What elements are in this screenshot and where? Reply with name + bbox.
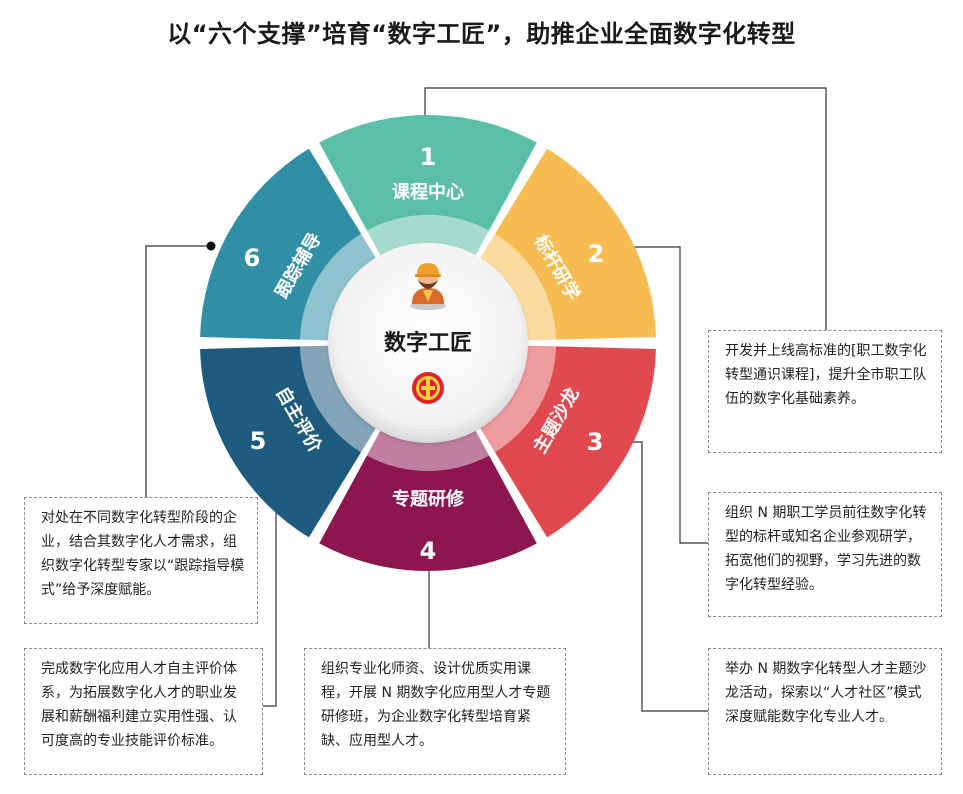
segment-number-5: 5 <box>250 427 267 455</box>
segment-number-2: 2 <box>588 240 605 268</box>
page-title: 以“六个支撑”培育“数字工匠”，助推企业全面数字化转型 <box>167 20 796 48</box>
segment-number-4: 4 <box>420 537 437 565</box>
segment-label-4: 专题研修 <box>392 488 465 510</box>
worker-hardhat-icon <box>410 263 446 310</box>
connector-dot-6 <box>206 241 216 251</box>
description-box-2: 组织 N 期职工学员前往数字化转型的标杆或知名企业参观研学，拓宽他们的视野，学习… <box>708 492 942 617</box>
segment-1 <box>319 115 537 231</box>
center-label: 数字工匠 <box>384 330 472 356</box>
segment-number-6: 6 <box>244 244 261 272</box>
description-box-6: 对处在不同数字化转型阶段的企业，结合其数字化人才需求，组织数字化转型专家以“跟踪… <box>24 497 258 624</box>
segment-ring-3 <box>480 345 556 453</box>
segment-ring-1 <box>366 215 490 256</box>
segment-number-1: 1 <box>420 143 437 171</box>
union-emblem-icon <box>412 372 444 404</box>
segment-6 <box>200 148 362 340</box>
segment-number-3: 3 <box>587 428 604 456</box>
description-box-5: 完成数字化应用人才自主评价体系，为拓展数字化人才的职业发展和薪酬福利建立实用性强… <box>24 648 263 775</box>
connector-5 <box>263 505 277 707</box>
connector-6 <box>145 245 211 497</box>
description-box-4: 组织专业化师资、设计优质实用课程，开展 N 期数字化应用型人才专题研修班，为企业… <box>304 648 566 775</box>
description-box-3: 举办 N 期数字化转型人才主题沙龙活动，探索以“人才社区”模式深度赋能数字化专业… <box>708 648 942 775</box>
segment-ring-2 <box>480 233 556 341</box>
segment-4 <box>319 455 537 571</box>
segment-ring-4 <box>366 430 490 471</box>
segment-ring-5 <box>300 345 376 453</box>
segment-ring-6 <box>300 233 376 341</box>
segment-5 <box>200 346 362 538</box>
description-box-1: 开发并上线高标准的[职工数字化转型通识课程]，提升全市职工队伍的数字化基础素养。 <box>708 330 942 453</box>
center-circle <box>330 245 526 441</box>
segment-label-1: 课程中心 <box>392 181 464 203</box>
segment-2 <box>494 148 656 340</box>
segment-3 <box>494 346 656 538</box>
connector-2 <box>621 246 708 544</box>
connector-3 <box>623 441 708 712</box>
connector-1 <box>424 87 827 330</box>
